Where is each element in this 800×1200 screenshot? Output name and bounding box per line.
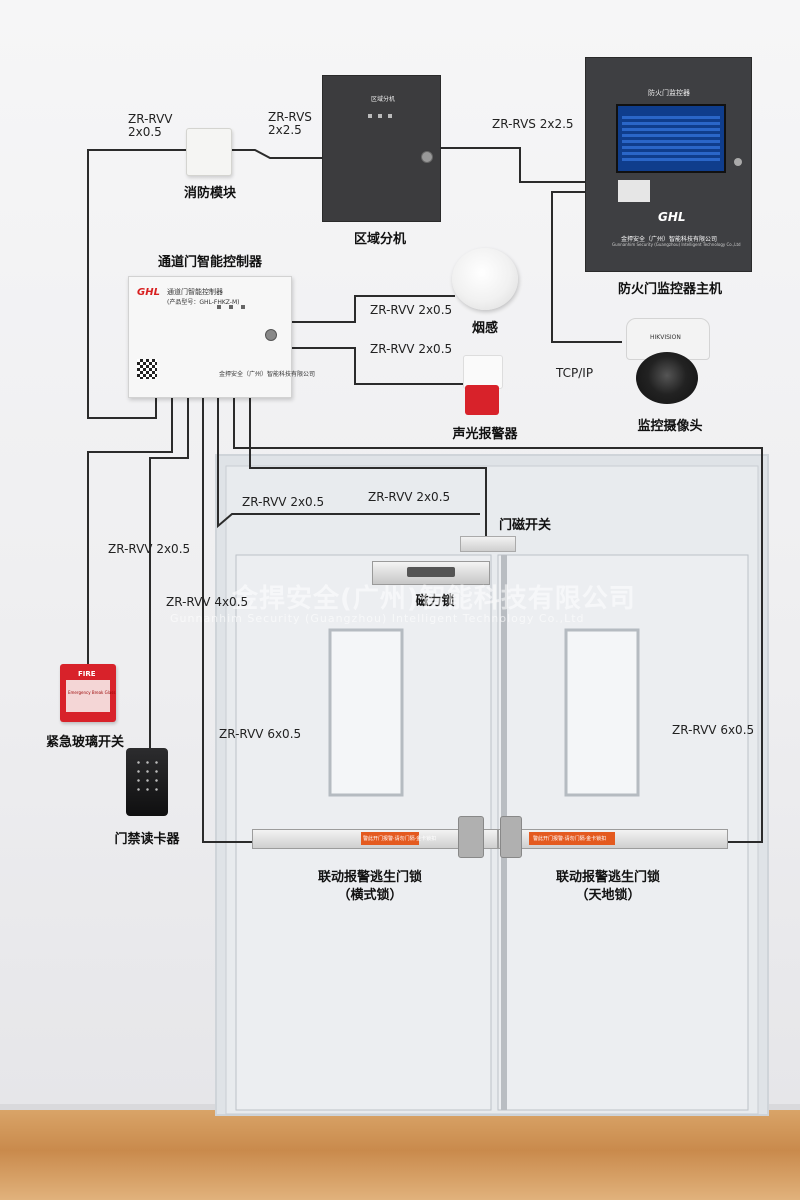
panic-h-caption-1: 联动报警逃生门锁: [317, 870, 422, 885]
panic-h-caption-2: （横式锁）: [337, 888, 403, 903]
monitor-host-caption: 防火门监控器主机: [617, 282, 722, 297]
wire-11: [233, 396, 763, 843]
cable-label-5: ZR-RVV 2x0.5: [370, 342, 453, 356]
monitor-screen: [616, 104, 726, 173]
cable-label-12: ZR-RVV 6x0.5: [672, 723, 755, 737]
power-key-icon: [734, 158, 742, 166]
monitor-company-en: Gunnanhim Security (Guangzhou) Intellige…: [612, 242, 741, 247]
watermark-en: Gunnanhim Security (Guangzhou) Intellige…: [170, 612, 585, 625]
wire-8: [149, 396, 189, 748]
wire-4: [551, 191, 622, 343]
cable-label-1: ZR-RVV 2x0.5: [128, 112, 173, 139]
cable-label-8: ZR-RVV 2x0.5: [242, 495, 325, 509]
controller-logo: GHL: [137, 287, 160, 298]
wire-5: [290, 295, 455, 323]
camera-brand: HIKVISION: [650, 334, 681, 341]
break-glass-sub: Emergency Break Glass: [68, 690, 116, 695]
monitor-panel-title: 防火门监控器: [648, 89, 690, 97]
break-glass-top: FIRE: [78, 670, 96, 678]
zone-unit-panel-title: 区域分机: [371, 96, 396, 103]
smoke-caption: 烟感: [471, 321, 498, 336]
door-contact-caption: 门磁开关: [498, 518, 551, 533]
wire-12: [249, 396, 487, 536]
magnetic-lock-caption: 磁力锁: [415, 594, 455, 609]
sound-light-alarm: [463, 355, 503, 415]
magnetic-lock: [372, 561, 490, 585]
panic-bar-text-left: 警此开门报警·请勿门隔·金卡锁扣: [363, 836, 437, 842]
zone-unit-indicators: [368, 114, 396, 118]
zone-unit-caption: 区域分机: [353, 232, 406, 247]
panic-bar-handle-right: [500, 816, 522, 858]
cable-label-9: ZR-RVV 2x0.5: [108, 542, 191, 556]
controller-caption: 通道门智能控制器: [157, 255, 262, 270]
cable-label-7: ZR-RVV 2x0.5: [368, 490, 451, 504]
camera-caption: 监控摄像头: [637, 419, 703, 434]
cable-label-10: ZR-RVV 4x0.5: [166, 595, 249, 609]
smoke-detector: [452, 248, 518, 310]
wire-6: [290, 347, 463, 385]
panic-v-caption-1: 联动报警逃生门锁: [555, 870, 660, 885]
alarm-caption: 声光报警器: [452, 427, 518, 442]
wire-7: [87, 396, 173, 664]
wire-2: [230, 149, 322, 159]
cable-label-6: TCP/IP: [556, 366, 594, 380]
emergency-break-glass: FIRE Emergency Break Glass: [60, 664, 116, 722]
wire-10: [217, 396, 480, 529]
key-lock-icon: [421, 151, 433, 163]
door-contact: [460, 536, 516, 552]
cable-label-3: ZR-RVS 2x2.5: [492, 117, 574, 131]
printer-slot: [618, 180, 650, 202]
card-reader: [126, 748, 168, 816]
controller-panel-model: (产品型号：GHL-FHKZ-M): [167, 299, 240, 306]
wire-1: [87, 149, 186, 419]
panic-bar-text-right: 警此开门报警·请勿门隔·金卡锁扣: [533, 836, 607, 842]
fire-module-caption: 消防模块: [183, 186, 236, 201]
wire-3: [439, 147, 585, 183]
controller-panel-title: 通道门智能控制器: [167, 288, 223, 296]
key-lock-icon: [265, 329, 277, 341]
panic-v-caption-2: （天地锁）: [575, 888, 641, 903]
panic-bar-vertical-lock: 警此开门报警·请勿门隔·金卡锁扣: [498, 829, 728, 849]
cable-label-4: ZR-RVV 2x0.5: [370, 303, 453, 317]
dome-camera: HIKVISION: [622, 318, 712, 408]
panic-bar-handle-left: [458, 816, 484, 858]
monitor-company: 金捍安全（广州）智能科技有限公司: [621, 236, 718, 243]
controller-company: 金捍安全（广州）智能科技有限公司: [219, 371, 316, 378]
controller-leds: [217, 305, 253, 309]
card-reader-caption: 门禁读卡器: [114, 832, 180, 847]
wire-9: [202, 396, 252, 843]
glass-break-caption: 紧急玻璃开关: [45, 735, 124, 750]
cable-label-11: ZR-RVV 6x0.5: [219, 727, 302, 741]
watermark-cn: 金捍安全(广州)智能科技有限公司: [232, 584, 636, 614]
panic-bar-horizontal: 警此开门报警·请勿门隔·金卡锁扣: [252, 829, 498, 849]
qr-code-icon: [137, 359, 157, 379]
monitor-logo: GHL: [658, 210, 686, 224]
fire-module: [186, 128, 232, 176]
cable-label-2: ZR-RVS 2x2.5: [268, 110, 312, 137]
controller-box: GHL 通道门智能控制器 (产品型号：GHL-FHKZ-M) 金捍安全（广州）智…: [128, 276, 315, 398]
monitor-host-cabinet: 防火门监控器 GHL 金捍安全（广州）智能科技有限公司 Gunnanhim Se…: [585, 57, 752, 272]
zone-unit-cabinet: 区域分机: [322, 75, 441, 222]
wood-floor: [0, 1110, 800, 1200]
